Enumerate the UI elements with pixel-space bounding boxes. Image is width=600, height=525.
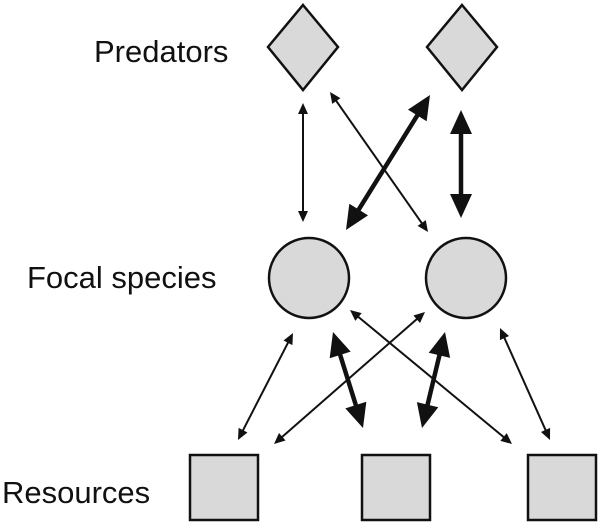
interaction-arrow-f1-r3 bbox=[350, 310, 512, 444]
interaction-arrow-p2-f2 bbox=[450, 110, 472, 218]
interaction-arrow-p1-f1 bbox=[298, 103, 308, 222]
focal-species-node-2 bbox=[424, 236, 508, 320]
interaction-arrow-p2-f1 bbox=[346, 95, 430, 230]
focal-species-label: Focal species bbox=[27, 260, 217, 295]
predators-label: Predators bbox=[94, 34, 228, 69]
resource-node-2 bbox=[360, 453, 432, 522]
interaction-arrow-f2-r1 bbox=[274, 312, 425, 444]
focal-species-node-1 bbox=[267, 236, 351, 320]
interaction-arrow-f2-r3 bbox=[499, 328, 551, 440]
resource-node-3 bbox=[526, 453, 598, 522]
resources-label: Resources bbox=[2, 475, 150, 510]
predator-node-2 bbox=[425, 3, 499, 92]
resource-node-1 bbox=[188, 453, 260, 522]
interaction-arrow-f1-r1 bbox=[238, 333, 293, 440]
interaction-arrow-p1-f2 bbox=[330, 92, 428, 232]
interaction-arrows bbox=[238, 92, 551, 444]
interaction-arrow-f2-r2 bbox=[416, 332, 451, 428]
predator-node-1 bbox=[266, 3, 340, 92]
